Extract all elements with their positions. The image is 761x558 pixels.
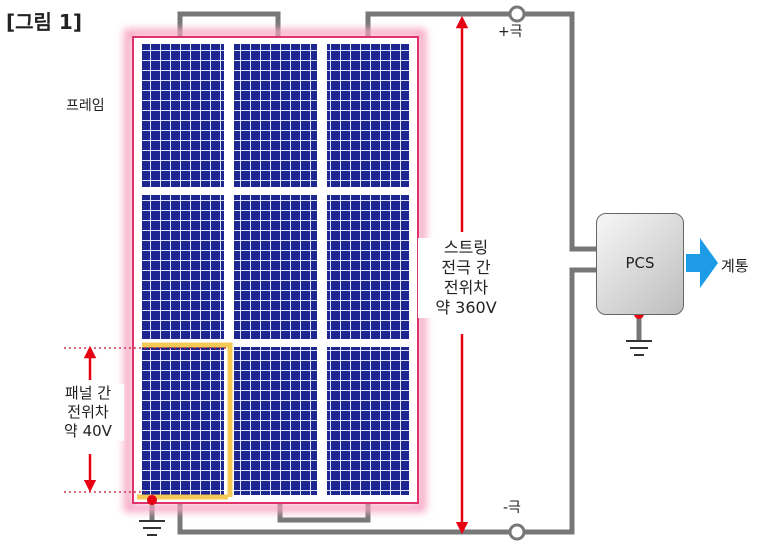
string-voltage-line: 스트링 — [443, 238, 489, 257]
arrow-right-icon — [686, 238, 718, 288]
string-voltage-line: 전극 간 — [441, 258, 491, 277]
frame-label: 프레임 — [66, 98, 105, 114]
panel-voltage-line: 약 40V — [64, 422, 112, 440]
panel-ground-icon — [139, 495, 165, 536]
panel-voltage-line: 패널 간 — [64, 384, 112, 402]
minus-pole-label: -극 — [503, 500, 521, 516]
figure-title: [그림 1] — [6, 10, 82, 34]
grid-label: 계통 — [721, 257, 749, 275]
pcs-unit: PCS — [596, 213, 684, 315]
solar-panel — [142, 44, 409, 495]
plus-pole-label: +극 — [498, 24, 523, 40]
string-voltage-label: 스트링 전극 간 전위차 약 360V — [418, 238, 514, 318]
panel-voltage-label: 패널 간 전위차 약 40V — [52, 384, 124, 441]
panel-reference-lines — [64, 347, 228, 493]
solar-array — [132, 36, 419, 504]
plus-terminal-icon — [508, 5, 526, 23]
string-voltage-line: 전위차 — [443, 278, 489, 297]
pcs-label: PCS — [625, 254, 655, 272]
panel-voltage-line: 전위차 — [67, 403, 109, 421]
string-voltage-line: 약 360V — [435, 298, 497, 317]
dimension-arrows — [83, 15, 469, 535]
minus-terminal-icon — [508, 523, 526, 541]
